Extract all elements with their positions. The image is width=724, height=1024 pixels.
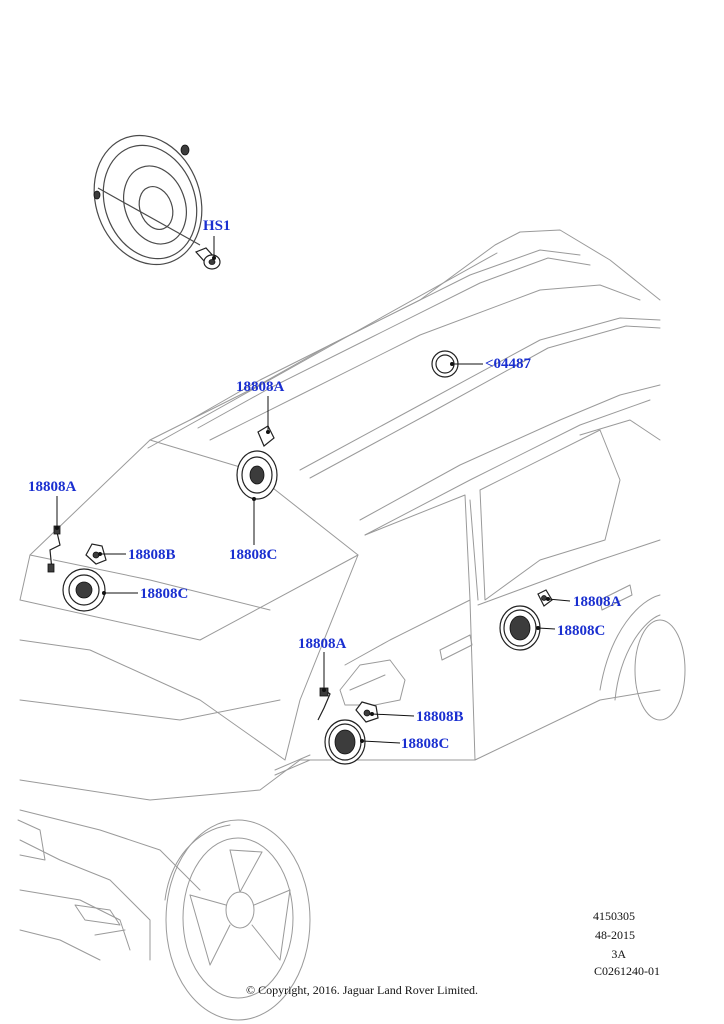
roof-cap bbox=[431, 350, 459, 378]
left-speaker-group bbox=[47, 525, 107, 612]
leader-lines bbox=[55, 236, 571, 744]
dash-speaker bbox=[236, 425, 278, 500]
drawing-id: C0261240-01 bbox=[594, 964, 660, 978]
callout-18808b-front-door[interactable]: 18808B bbox=[416, 709, 464, 725]
callout-18808a-front-door[interactable]: 18808A bbox=[298, 636, 347, 652]
rear-door-speaker-group bbox=[499, 589, 553, 651]
callout-hs1[interactable]: HS1 bbox=[203, 218, 231, 234]
callout-18808b-left[interactable]: 18808B bbox=[128, 547, 176, 563]
callout-18808a-dash[interactable]: 18808A bbox=[236, 379, 285, 395]
callout-18808a-rear-door[interactable]: 18808A bbox=[573, 594, 622, 610]
callout-18808c-left[interactable]: 18808C bbox=[140, 586, 189, 602]
callout-04487[interactable]: <04487 bbox=[485, 356, 532, 372]
copyright-notice: © Copyright, 2016. Jaguar Land Rover Lim… bbox=[245, 983, 479, 997]
vehicle-outline bbox=[17, 229, 686, 961]
front-door-speaker-group bbox=[317, 687, 379, 765]
date-code: 48-2015 bbox=[595, 928, 635, 942]
callout-18808a-left[interactable]: 18808A bbox=[28, 479, 77, 495]
screw-hs1 bbox=[194, 247, 221, 270]
speaker-exploded-large bbox=[93, 134, 203, 266]
revision-code: 3A bbox=[611, 947, 626, 961]
callout-18808c-dash[interactable]: 18808C bbox=[229, 547, 278, 563]
callout-18808c-rear-door[interactable]: 18808C bbox=[557, 623, 606, 639]
front-wheel bbox=[164, 819, 311, 1021]
illustration-number: 4150305 bbox=[593, 909, 635, 923]
callout-18808c-front-door[interactable]: 18808C bbox=[401, 736, 450, 752]
